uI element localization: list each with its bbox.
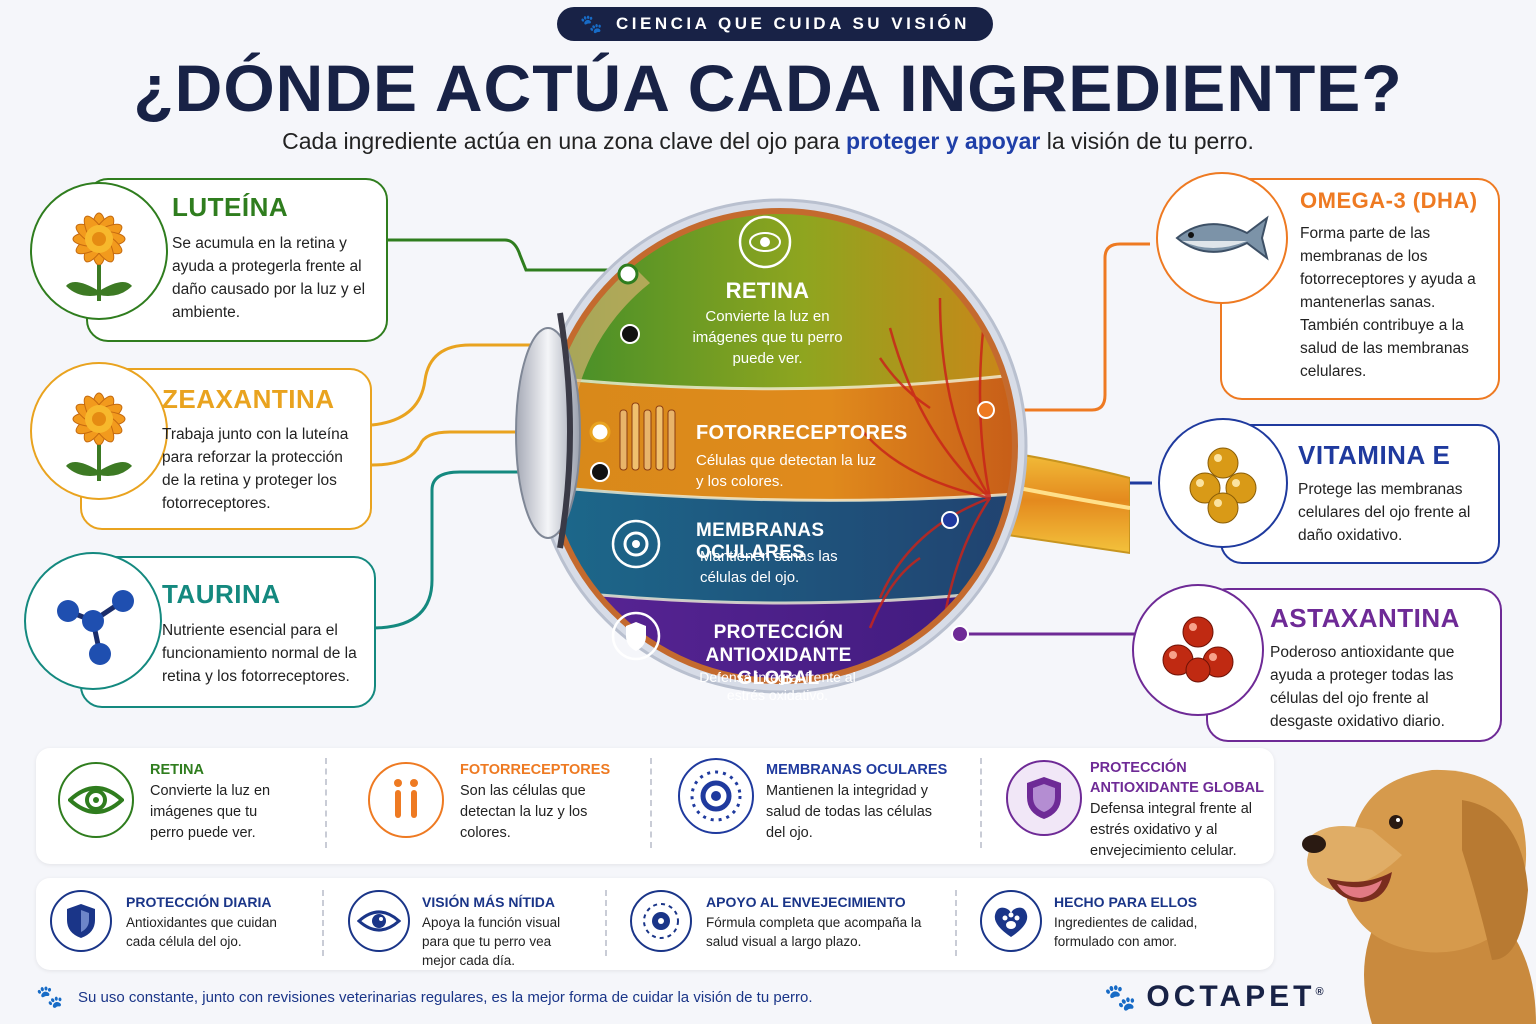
- golden-retriever-illustration: [1302, 769, 1536, 1024]
- paw-icon: 🐾: [580, 13, 606, 34]
- benefit-desc-proteccion-diaria: Antioxidantes que cuidan cada célula del…: [126, 915, 277, 949]
- golden-capsules-icon: [1158, 418, 1288, 548]
- photoreceptor-icon: [368, 762, 444, 838]
- summary-desc-membranas: Mantienen la integridad y salud de todas…: [766, 783, 933, 841]
- benefit-title-proteccion-diaria: PROTECCIÓN DIARIA: [126, 894, 272, 910]
- red-capsules-icon: [1132, 584, 1264, 716]
- eye-zone-title-membranas: MEMBRANAS OCULARES: [696, 520, 825, 563]
- ingredient-desc-astaxantina: Poderoso antioxidante que ayuda a proteg…: [1270, 644, 1455, 730]
- shield-zone-icon: [611, 611, 661, 661]
- page-subtitle: Cada ingrediente actúa en una zona clave…: [0, 128, 1536, 155]
- ingredient-desc-vitamina-e: Protege las membranas celulares del ojo …: [1298, 481, 1471, 544]
- footer-note: Su uso constante, junto con revisiones v…: [78, 989, 813, 1006]
- paw-icon: 🐾: [36, 984, 64, 1009]
- trademark-symbol: ®: [1315, 986, 1324, 998]
- divider: [650, 758, 652, 848]
- tagline-badge: 🐾 CIENCIA QUE CUIDA SU VISIÓN: [557, 7, 993, 41]
- benefit-title-hecho: HECHO PARA ELLOS: [1054, 894, 1198, 910]
- page-title: ¿DÓNDE ACTÚA CADA INGREDIENTE?: [133, 51, 1403, 125]
- brand-logo: 🐾OCTAPET®: [1104, 980, 1324, 1014]
- tagline-text: CIENCIA QUE CUIDA SU VISIÓN: [615, 14, 970, 33]
- target-icon: [630, 890, 692, 952]
- summary-title-membranas: MEMBRANAS OCULARES: [766, 762, 948, 778]
- divider: [325, 758, 327, 848]
- subtitle-text: Cada ingrediente actúa en una zona clave…: [282, 128, 847, 154]
- eye-zone-desc-proteccion: Defensa integral frente al estrés oxidat…: [699, 669, 856, 703]
- ingredient-name-vitamina-e: VITAMINA E: [1298, 440, 1451, 470]
- eye-icon: [58, 762, 134, 838]
- cell-membrane-icon: [678, 758, 754, 834]
- brand-name: OCTAPET: [1146, 980, 1316, 1013]
- eye-zone-desc-membranas: Mantienen sanas las células del ojo.: [700, 548, 838, 586]
- eye-zone-title-retina: RETINA: [725, 278, 810, 303]
- divider: [980, 758, 982, 848]
- summary-desc-retina: Convierte la luz en imágenes que tu perr…: [150, 783, 271, 841]
- ingredient-name-luteina: LUTEÍNA: [172, 192, 289, 222]
- photoreceptor-rods-icon: [619, 402, 676, 471]
- subtitle-highlight: proteger y apoyar: [846, 128, 1041, 154]
- eye-zone-title-proteccion: PROTECCIÓN ANTIOXIDANTE GLOBAL: [705, 622, 852, 689]
- benefit-title-vision: VISIÓN MÁS NÍTIDA: [422, 894, 556, 910]
- marigold-flower-icon: [30, 182, 168, 320]
- divider: [322, 890, 324, 956]
- eye-zone-title-fotorreceptores: FOTORRECEPTORES: [696, 422, 908, 444]
- fish-icon: [1156, 172, 1288, 304]
- ingredient-desc-luteina: Se acumula en la retina y ayuda a proteg…: [172, 235, 366, 321]
- eye-icon: [348, 890, 410, 952]
- shield-icon: [50, 890, 112, 952]
- summary-title-fotorreceptores: FOTORRECEPTORES: [460, 762, 611, 778]
- membrane-zone-icon: [611, 519, 661, 569]
- ingredient-name-astaxantina: ASTAXANTINA: [1270, 603, 1460, 633]
- molecule-icon: [24, 552, 162, 690]
- benefit-desc-envejecimiento: Fórmula completa que acompaña la salud v…: [706, 915, 922, 949]
- eye-cross-section: [515, 198, 1130, 694]
- divider: [955, 890, 957, 956]
- benefit-desc-hecho: Ingredientes de calidad, formulado con a…: [1054, 915, 1198, 949]
- summary-desc-fotorreceptores: Son las células que detectan la luz y lo…: [460, 783, 588, 841]
- divider: [605, 890, 607, 956]
- benefit-desc-vision: Apoya la función visual para que tu perr…: [422, 915, 561, 968]
- marigold-flower-icon: [30, 362, 168, 500]
- paw-heart-icon: [980, 890, 1042, 952]
- summary-title-proteccion: PROTECCIÓN ANTIOXIDANTE GLOBAL: [1090, 760, 1264, 796]
- eye-zone-desc-retina: Convierte la luz en imágenes que tu perr…: [692, 308, 843, 367]
- ingredient-desc-omega3: Forma parte de las membranas de los foto…: [1300, 225, 1476, 380]
- eye-zone-desc-fotorreceptores: Células que detectan la luz y los colore…: [696, 452, 877, 490]
- retina-zone-icon: [738, 215, 792, 269]
- summary-title-retina: RETINA: [150, 762, 204, 778]
- ingredient-desc-taurina: Nutriente esencial para el funcionamient…: [162, 622, 357, 685]
- ingredient-desc-zeaxantina: Trabaja junto con la luteína para reforz…: [162, 426, 349, 512]
- ingredient-name-zeaxantina: ZEAXANTINA: [162, 384, 335, 414]
- ingredient-name-taurina: TAURINA: [162, 579, 281, 609]
- benefit-title-envejecimiento: APOYO AL ENVEJECIMIENTO: [706, 894, 906, 910]
- subtitle-text-end: la visión de tu perro.: [1040, 128, 1254, 154]
- paw-icon: 🐾: [1104, 982, 1141, 1012]
- shield-icon: [1006, 760, 1082, 836]
- ingredient-name-omega3: OMEGA-3 (DHA): [1300, 188, 1478, 213]
- summary-desc-proteccion: Defensa integral frente al estrés oxidat…: [1090, 801, 1253, 859]
